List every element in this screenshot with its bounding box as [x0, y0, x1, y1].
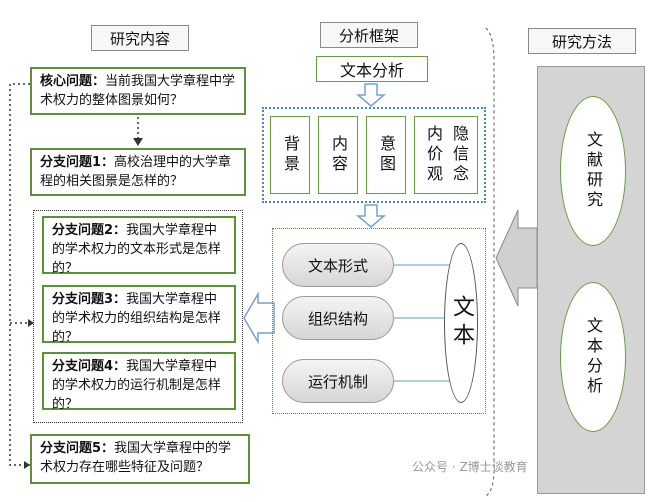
core-question-box: 核心问题：当前我国大学章程中学术权力的整体图景如何？ [30, 67, 246, 115]
factor-intention: 意图 [366, 116, 406, 194]
factor-label: 意图 [377, 135, 396, 175]
sub-question-label: 分支问题1： [40, 155, 115, 170]
pill-operation-mechanism: 运行机制 [282, 359, 394, 403]
pill-text-form: 文本形式 [282, 243, 394, 287]
header-method: 研究方法 [528, 28, 636, 54]
text-analysis-box: 文本分析 [316, 56, 428, 82]
sub-question-group [33, 210, 243, 423]
factor-label: 隐信念 [450, 125, 469, 185]
factor-label: 内容 [329, 135, 348, 175]
pill-org-structure: 组织结构 [282, 296, 394, 340]
factor-label: 背景 [281, 135, 300, 175]
sub-question-5-box: 分支问题5：我国大学章程中的学术权力存在哪些特征及问题？ [30, 434, 250, 484]
sub-question-3-box: 分支问题3：我国大学章程中的学术权力的组织结构是怎样的？ [42, 285, 236, 345]
sub-question-2-box: 分支问题2：我国大学章程中的学术权力的文本形式是怎样的？ [42, 216, 236, 276]
factor-label: 内价观 [424, 125, 443, 185]
sub-question-text: 我国大学章程中的学术权力存在哪些特征及问题？ [40, 441, 232, 475]
core-question-label: 核心问题： [40, 74, 106, 89]
sub-question-label: 分支问题2： [52, 223, 127, 238]
factors-group [262, 107, 486, 203]
method-label: 文献研究 [584, 131, 603, 211]
sub-question-text: 我国大学章程中的学术权力的文本形式是怎样的？ [52, 223, 222, 276]
header-content: 研究内容 [91, 25, 189, 51]
sub-question-4-box: 分支问题4：我国大学章程中的学术权力的运行机制是怎样的？ [42, 352, 236, 412]
factor-values-beliefs: 内价观 隐信念 [414, 116, 478, 194]
sub-question-label: 分支问题3： [52, 292, 127, 307]
factor-background: 背景 [270, 116, 310, 194]
ellipse-label: 文本 [449, 295, 474, 351]
text-structure-panel [272, 228, 486, 414]
factor-content: 内容 [318, 116, 358, 194]
header-framework: 分析框架 [320, 22, 418, 48]
sub-question-label: 分支问题4： [52, 359, 127, 374]
text-ellipse: 文本 [444, 243, 478, 403]
core-question-text: 当前我国大学章程中学术权力的整体图景如何？ [40, 74, 236, 108]
sub-question-text: 高校治理中的大学章程的相关图景是怎样的？ [40, 155, 232, 189]
sub-question-1-box: 分支问题1：高校治理中的大学章程的相关图景是怎样的？ [30, 148, 246, 196]
watermark: 公众号 · Z博士谈教育 [412, 460, 528, 474]
sub-question-label: 分支问题5： [40, 441, 115, 456]
method-literature: 文献研究 [560, 96, 626, 246]
method-label: 文本分析 [584, 317, 603, 397]
sub-question-text: 我国大学章程中的学术权力的运行机制是怎样的？ [52, 359, 222, 412]
sub-question-text: 我国大学章程中的学术权力的组织结构是怎样的？ [52, 292, 222, 345]
method-text-analysis: 文本分析 [560, 282, 626, 432]
